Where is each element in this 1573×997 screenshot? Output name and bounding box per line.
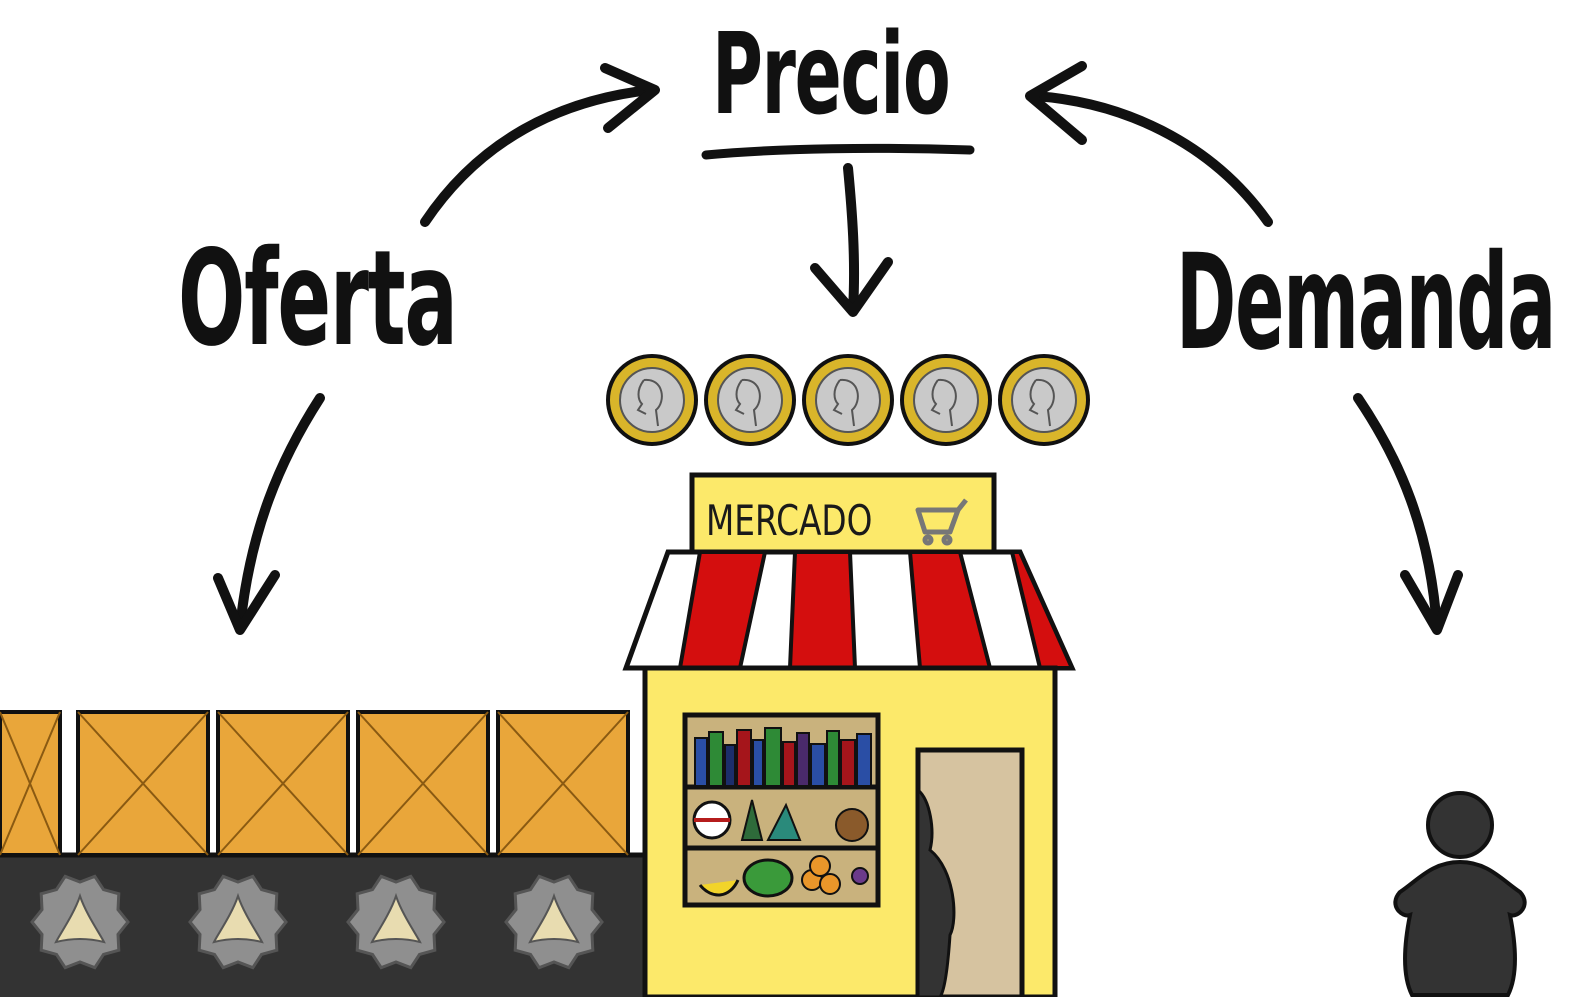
shelf-icon — [682, 712, 881, 908]
price-label: Precio — [712, 10, 951, 140]
gear-icon — [504, 874, 604, 970]
precio-underline — [701, 143, 975, 160]
cart-icon — [915, 498, 968, 546]
arrow-demanda-to-precio-head-icon — [1025, 61, 1087, 145]
supply-label: Oferta — [178, 222, 458, 376]
box-icon — [76, 710, 210, 857]
coin-icon — [802, 354, 894, 446]
coin-icon — [998, 354, 1090, 446]
box-icon — [0, 710, 62, 857]
box-icon — [496, 710, 630, 857]
gear-icon — [346, 874, 446, 970]
market-label: MERCADO — [706, 496, 873, 545]
market-store — [622, 472, 1076, 997]
arrow-oferta-to-precio-head-icon — [600, 63, 660, 133]
person-entering-icon — [916, 786, 956, 997]
gear-icon — [188, 874, 288, 970]
arrow-precio-to-mercado-icon — [843, 163, 860, 315]
demand-label: Demanda — [1176, 226, 1556, 380]
box-row — [0, 710, 630, 857]
arrow-oferta-to-factory-head-icon — [213, 570, 280, 635]
coin-icon — [704, 354, 796, 446]
coin-icon — [900, 354, 992, 446]
store-awning — [622, 549, 1076, 671]
gear-row — [30, 874, 604, 970]
arrow-demanda-to-person-head-icon — [1400, 570, 1463, 635]
box-icon — [216, 710, 350, 857]
gear-icon — [30, 874, 130, 970]
coin-row — [606, 354, 1090, 446]
box-icon — [356, 710, 490, 857]
arrow-oferta-to-precio-icon — [420, 85, 655, 227]
coin-icon — [606, 354, 698, 446]
arrow-demanda-to-person-icon — [1353, 393, 1442, 633]
arrow-demanda-to-precio-icon — [1030, 91, 1273, 227]
arrow-precio-to-mercado-head-icon — [810, 257, 893, 317]
arrow-oferta-to-factory-icon — [235, 393, 325, 633]
market-sign — [689, 472, 997, 555]
person-icon — [1393, 791, 1527, 997]
